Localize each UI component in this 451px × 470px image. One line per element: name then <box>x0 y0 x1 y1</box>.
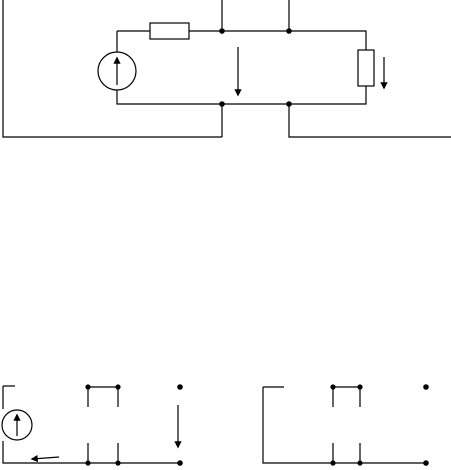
junction-node-icon <box>85 384 91 390</box>
junction-node-icon <box>177 460 183 466</box>
junction-node-icon <box>85 460 91 466</box>
left-block-outline <box>2 0 222 138</box>
current-source-icon <box>97 51 137 91</box>
resistor-icon <box>357 49 375 87</box>
junction-node-icon <box>330 384 336 390</box>
interconnect <box>219 28 292 107</box>
junction-node-icon <box>177 384 183 390</box>
right-network-block <box>288 0 451 138</box>
junction-node-icon <box>115 460 121 466</box>
current-source-icon <box>1 409 33 441</box>
resistor-icon <box>149 22 190 40</box>
right-block-outline <box>288 0 451 138</box>
arrow-icon <box>30 454 60 463</box>
left-network-block <box>2 0 223 138</box>
junction-node-icon <box>330 460 336 466</box>
junction-node-icon <box>219 101 225 107</box>
junction-node-icon <box>357 384 363 390</box>
left-block-wire-left <box>116 31 222 105</box>
junction-node-icon <box>219 28 225 34</box>
junction-node-icon <box>357 460 363 466</box>
bottom-left-circuit <box>1 384 183 466</box>
junction-node-icon <box>423 384 429 390</box>
bottom-right-circuit <box>262 384 429 466</box>
junction-node-icon <box>115 384 121 390</box>
junction-node-icon <box>423 460 429 466</box>
